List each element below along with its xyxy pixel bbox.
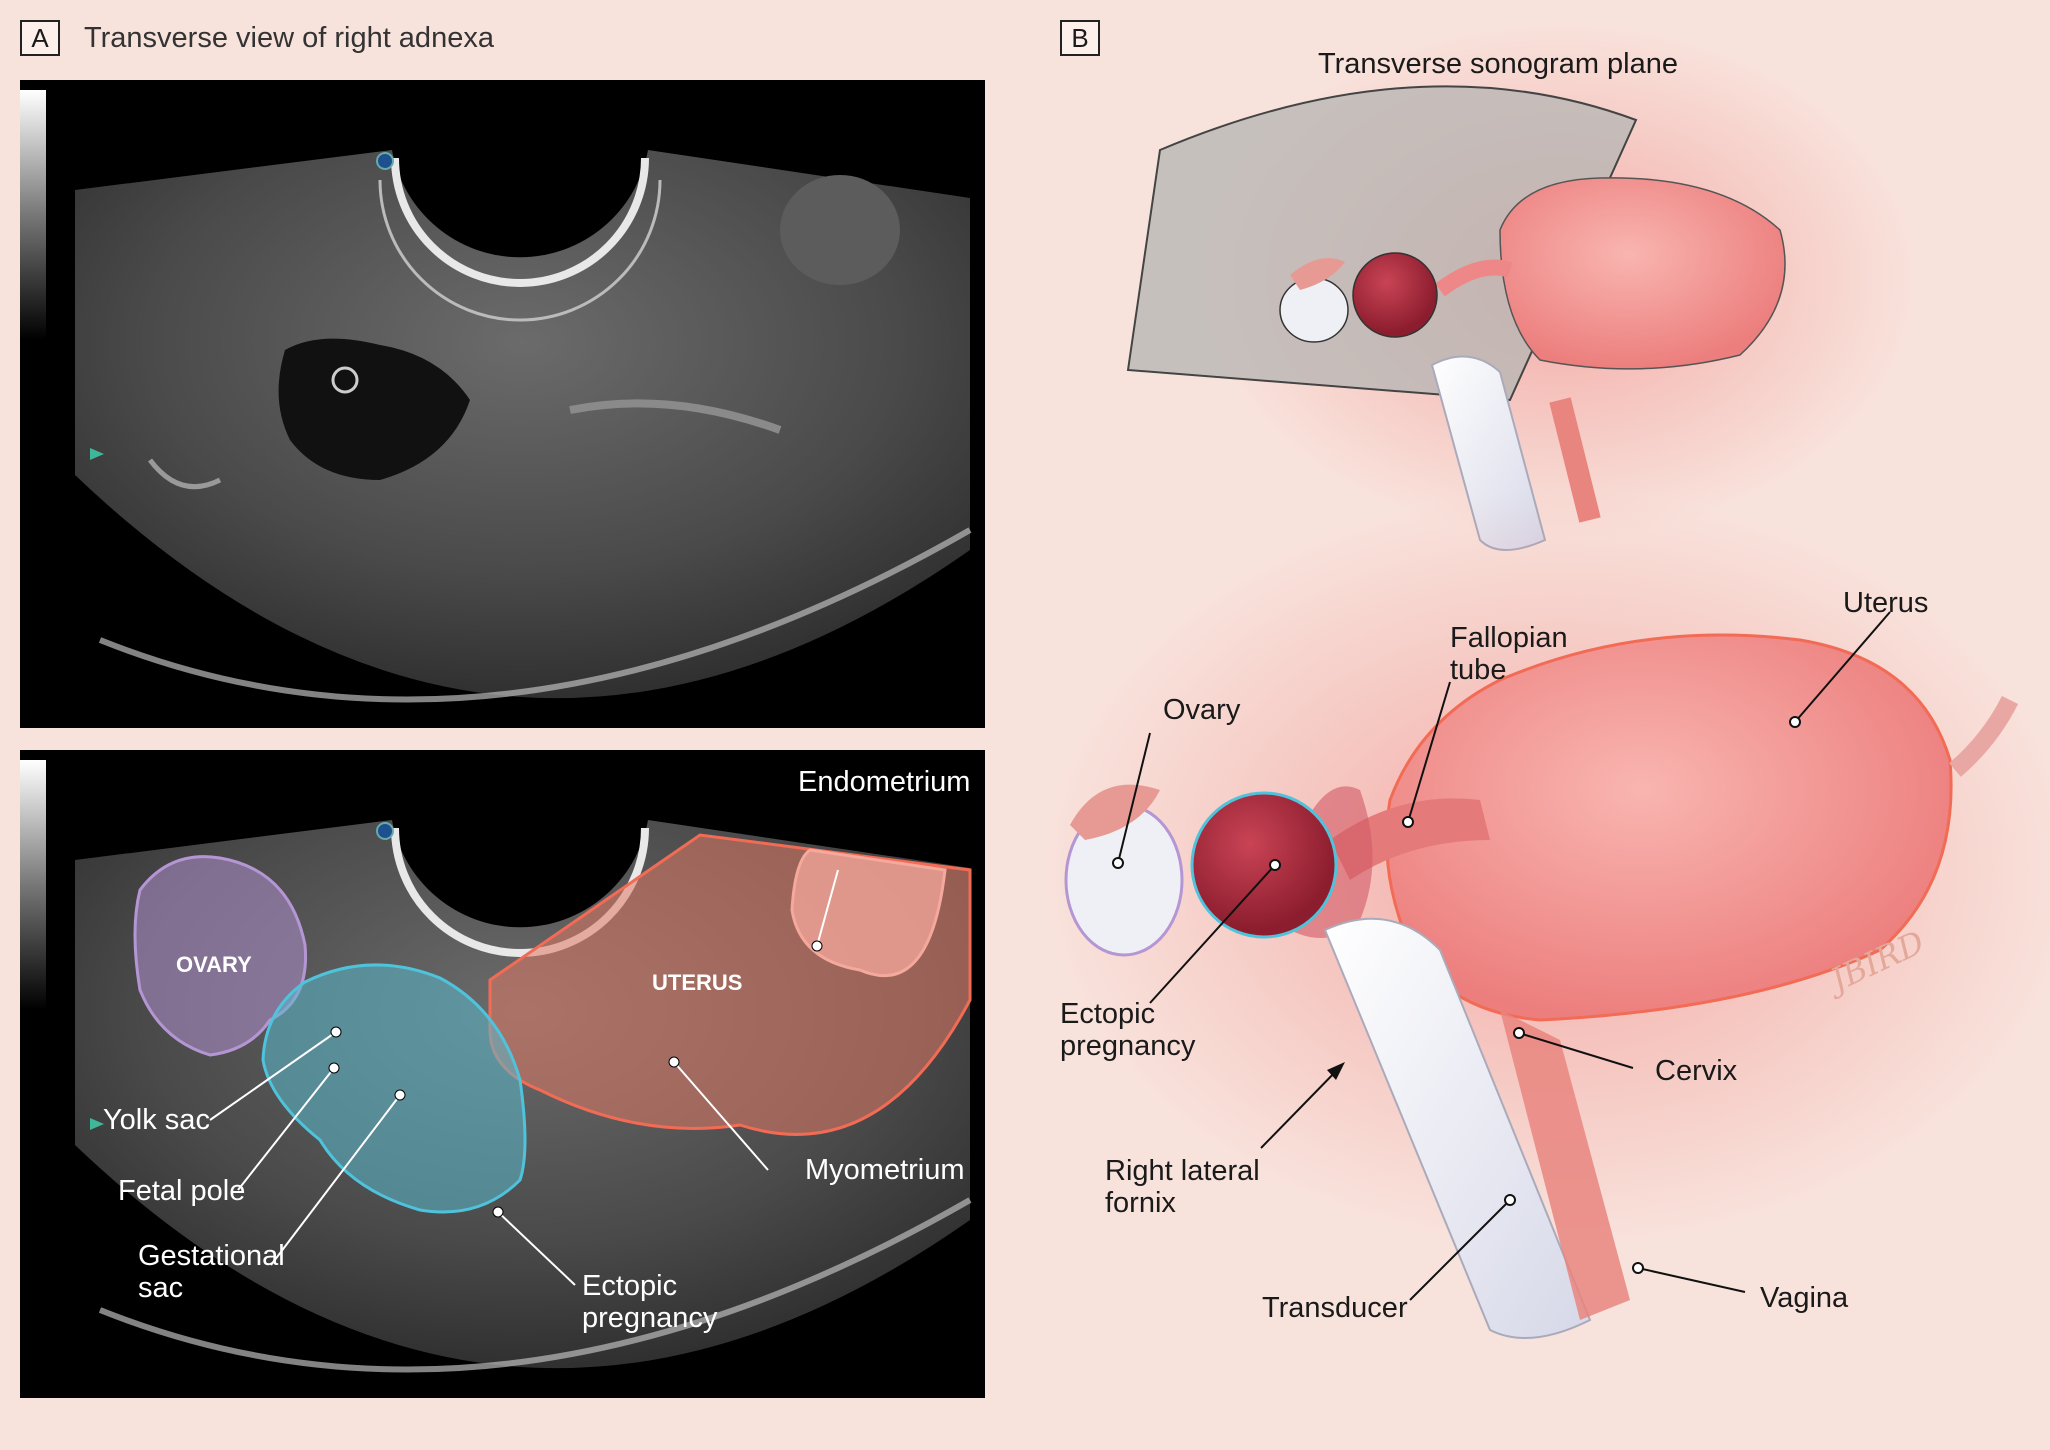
uterus-callout: Uterus [1843, 587, 1929, 619]
fetal-pole-callout: Fetal pole [118, 1175, 246, 1207]
sonogram-plane [1126, 85, 1638, 402]
panel-a-title: Transverse view of right adnexa [84, 22, 494, 54]
vagina-callout: Vagina [1760, 1282, 1849, 1314]
endometrium-callout: Endometrium [798, 766, 971, 798]
vagina-shape [1500, 1010, 1630, 1320]
sonogram-plane-label: Transverse sonogram plane [1318, 48, 1678, 80]
ovary-region [133, 855, 308, 1057]
ovary-shape [1064, 803, 1184, 957]
right-lateral-fornix-callout: Right lateral fornix [1105, 1155, 1260, 1219]
ovary-label: OVARY [176, 952, 252, 977]
ectopic-pregnancy-callout-a: Ectopic pregnancy [582, 1270, 718, 1334]
panel-b-letter: B [1060, 20, 1100, 56]
ultrasound-bottom: OVARY UTERUS Endometrium Myometrium Yolk… [20, 750, 985, 1398]
panel-a-letter: A [20, 20, 60, 56]
gestational-sac-callout: Gestational sac [138, 1240, 285, 1304]
fallopian-tube-callout: Fallopian tube [1450, 622, 1568, 686]
transducer-callout: Transducer [1262, 1292, 1408, 1324]
transducer-top [1430, 355, 1547, 551]
ultrasound-bottom-image [75, 820, 972, 1373]
grayscale-bar [20, 90, 46, 340]
artist-signature: JBIRD [1824, 922, 1931, 1000]
ectopic-pregnancy-callout-b: Ectopic pregnancy [1060, 998, 1196, 1062]
cervix-callout: Cervix [1655, 1055, 1738, 1087]
yolk-sac-callout: Yolk sac [103, 1104, 210, 1136]
ovary-callout: Ovary [1163, 694, 1241, 726]
grayscale-bar [20, 760, 46, 1010]
myometrium-callout: Myometrium [805, 1154, 965, 1186]
ultrasound-top [20, 80, 985, 728]
ectopic-pregnancy-shape [1190, 791, 1338, 939]
endometrium-region [790, 848, 947, 978]
ultrasound-top-image [75, 150, 972, 703]
uterus-label: UTERUS [652, 970, 743, 995]
fallopian-tube-shape [1330, 798, 1490, 880]
transducer-shape [1323, 917, 1592, 1339]
